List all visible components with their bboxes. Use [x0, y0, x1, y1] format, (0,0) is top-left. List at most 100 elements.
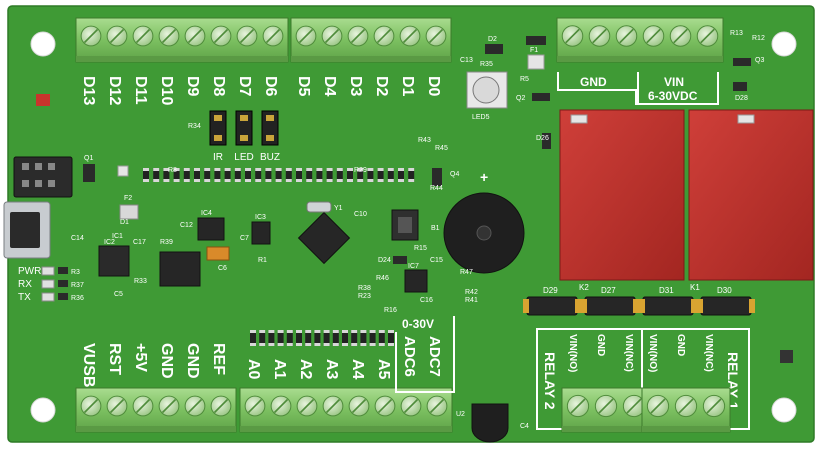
smd-resistor [194, 168, 200, 182]
relay1-terminal-base [642, 426, 730, 432]
power-terminal-base [557, 56, 723, 62]
ref-label-c12: C12 [180, 222, 193, 229]
flyback-diode-body [642, 296, 694, 316]
power-terminal-screw-slot [565, 28, 580, 44]
tantalum-capacitor-c6 [206, 246, 230, 261]
adc-label-box: 0-30V ADC6 ADC7 [395, 316, 455, 393]
smd-resistor-pad [347, 168, 353, 171]
flyback-diode-label: D29 [543, 286, 558, 295]
ref-label-ic7: IC7 [408, 263, 419, 270]
ref-label-r8: R8 [168, 167, 177, 174]
smd-resistor-pad [316, 179, 323, 182]
jumper-pin [214, 135, 222, 141]
relay-k1-contact [737, 114, 755, 124]
smd-resistor [163, 168, 170, 182]
ref-label-r46: R46 [376, 275, 389, 282]
ref-label-ic1: IC1 [112, 233, 123, 240]
ref-label-r34: R34 [188, 123, 201, 130]
smd-resistor-pad [163, 168, 170, 171]
top-left-terminal-screw-slot [109, 28, 125, 44]
smd-resistor [234, 168, 241, 182]
terminal-block-power[interactable] [556, 17, 724, 63]
bottom-analog-terminal-screw-slot [325, 398, 341, 414]
smd-resistor-pad [347, 179, 353, 182]
ref-label-r12: R12 [752, 35, 765, 42]
analog-smd-pad [378, 330, 385, 333]
terminal-block-bottom-left[interactable] [75, 387, 237, 433]
smd-resistor-pad [255, 168, 262, 171]
relay-k2 [559, 109, 685, 281]
terminal-block-top-right[interactable] [290, 17, 452, 63]
analog-smd-pad [259, 343, 266, 346]
usb-port-opening [10, 212, 40, 248]
status-led-resistor-label: R36 [71, 295, 84, 302]
analog-smd-part [378, 330, 385, 346]
smd-resistor-pad [357, 179, 364, 182]
relay1-terminal-screw-slot [650, 398, 666, 414]
smd-resistor-pad [234, 179, 241, 182]
smd-resistor-pad [204, 179, 211, 182]
ic-voltage-regulator [159, 251, 201, 287]
top-right-terminal-screw-slot [402, 28, 418, 44]
bottom-pin-label: GND [158, 343, 175, 379]
status-led-resistor [58, 267, 68, 274]
ref-label-r47: R47 [460, 269, 473, 276]
terminal-block-top-left[interactable] [75, 17, 289, 63]
jumper-pin [266, 115, 274, 121]
terminal-block-bottom-analog[interactable] [239, 387, 453, 433]
analog-smd-pad [351, 343, 358, 346]
bottom-left-terminal-screw-slot [187, 398, 203, 414]
buzzer-hole [476, 225, 492, 241]
bottom-analog-terminal-screw-slot [377, 398, 393, 414]
analog-smd-pad [277, 330, 284, 333]
flyback-diode-label: D27 [601, 286, 616, 295]
transistor-q3 [733, 58, 751, 66]
smd-resistor-pad [306, 168, 313, 171]
top-pin-label: D13 [80, 76, 97, 105]
relay1-pin-label: VIN(NO) [647, 334, 658, 372]
flyback-diode-body [526, 296, 578, 316]
smd-resistor [265, 168, 272, 182]
fuse-f1-top [526, 36, 546, 45]
analog-smd-pad [323, 330, 330, 333]
top-left-terminal-screw-slot [135, 28, 151, 44]
relay-k2-contact [570, 114, 588, 124]
reset-button-cap[interactable] [398, 217, 412, 233]
ref-label-r42: R42 [465, 289, 478, 296]
ref-label-ic4: IC4 [201, 210, 212, 217]
relay2-terminal-screw-slot [626, 398, 642, 414]
smd-resistor-pad [275, 168, 282, 171]
flyback-diode-body [700, 296, 752, 316]
smd-resistor-pad [408, 179, 415, 182]
analog-smd-part [314, 330, 321, 346]
relay-k1 [688, 109, 814, 281]
smd-resistor-pad [234, 168, 241, 171]
bottom-analog-terminal-screw-slot [429, 398, 445, 414]
smd-resistor-pad [367, 179, 374, 182]
ref-label-q4: Q4 [450, 171, 459, 178]
smd-resistor [316, 168, 323, 182]
terminal-block-relay2[interactable] [561, 387, 651, 433]
relay2-title: RELAY 2 [542, 352, 558, 410]
top-right-terminal-screw-slot [324, 28, 340, 44]
relay1-pin-label: VIN(NC) [703, 334, 714, 372]
top-pin-label: D1 [399, 76, 416, 97]
flyback-diode-pad [523, 299, 529, 313]
ref-label-q1: Q1 [84, 155, 93, 162]
flyback-diode-label: D30 [717, 286, 732, 295]
ref-label-q3: Q3 [755, 57, 764, 64]
ref-label-c15: C15 [430, 257, 443, 264]
top-pin-label: D3 [347, 76, 364, 97]
analog-smd-pad [305, 330, 312, 333]
top-left-terminal-screw-slot [83, 28, 99, 44]
analog-smd-pad [351, 330, 358, 333]
smd-resistor-pad [214, 168, 221, 171]
terminal-block-relay1[interactable] [641, 387, 731, 433]
smd-resistor-pad [387, 168, 394, 171]
bottom-analog-terminal-screw-slot [403, 398, 419, 414]
